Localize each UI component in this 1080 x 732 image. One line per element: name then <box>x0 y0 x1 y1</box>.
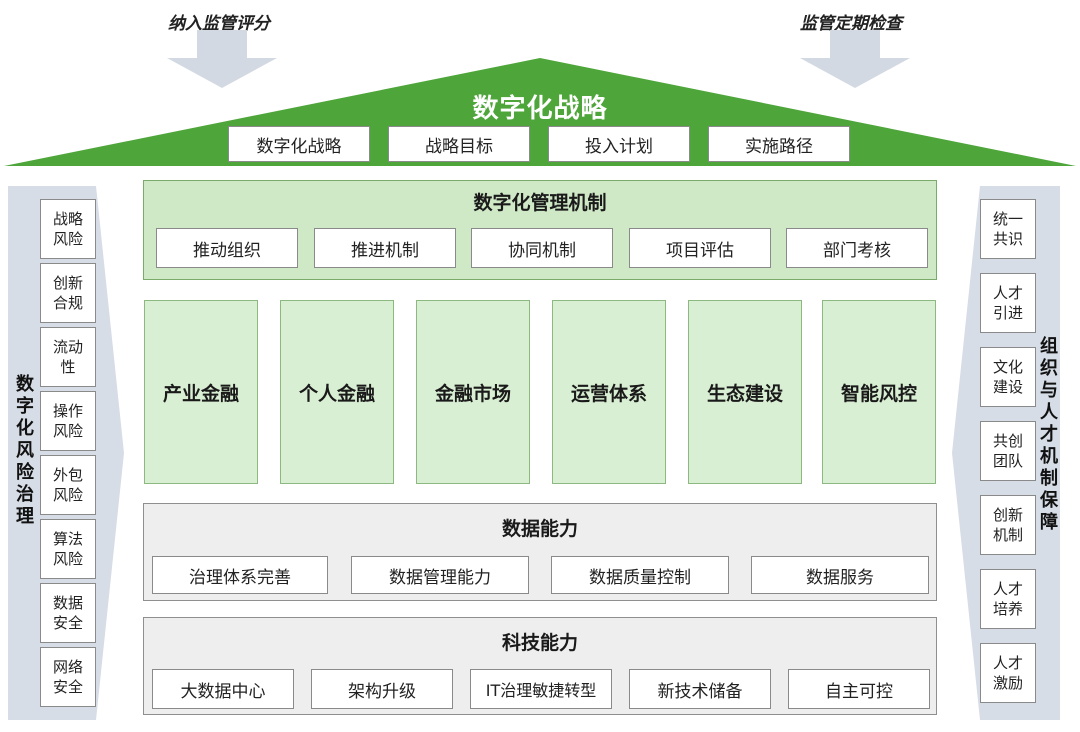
pillar-operations: 运营体系 <box>552 300 666 484</box>
management-item-organization: 推动组织 <box>156 228 298 268</box>
left-title-char: 化 <box>16 418 34 439</box>
pillar-smart-risk-control: 智能风控 <box>822 300 936 484</box>
pillar-financial-markets: 金融市场 <box>416 300 530 484</box>
left-title-char: 治 <box>16 484 34 505</box>
right-title-char: 制 <box>1040 468 1058 489</box>
data-item-governance: 治理体系完善 <box>152 556 328 594</box>
left-side-title: 数 字 化 风 险 治 理 <box>14 374 36 528</box>
right-item-innovation-mechanism: 创新机制 <box>980 495 1036 555</box>
label-regulatory-inspection: 监管定期检查 <box>800 14 902 34</box>
data-item-management: 数据管理能力 <box>351 556 529 594</box>
left-item-innovation-compliance: 创新合规 <box>40 263 96 323</box>
pillar-personal-finance: 个人金融 <box>280 300 394 484</box>
tech-item-self-control: 自主可控 <box>788 669 930 709</box>
pillar-ecosystem: 生态建设 <box>688 300 802 484</box>
right-item-talent-training: 人才培养 <box>980 569 1036 629</box>
left-title-char: 险 <box>16 462 34 483</box>
left-item-data-security: 数据安全 <box>40 583 96 643</box>
left-item-strategy-risk: 战略风险 <box>40 199 96 259</box>
left-title-char: 理 <box>16 506 34 527</box>
right-title-char: 人 <box>1040 402 1058 423</box>
right-side-arrow-tip <box>952 186 980 720</box>
left-title-char: 字 <box>16 396 34 417</box>
right-item-co-team: 共创团队 <box>980 421 1036 481</box>
right-item-talent-incentive: 人才激励 <box>980 643 1036 703</box>
down-arrow-right-icon <box>800 30 910 88</box>
left-title-char: 数 <box>16 374 34 395</box>
management-item-evaluation: 项目评估 <box>629 228 771 268</box>
management-item-assessment: 部门考核 <box>786 228 928 268</box>
data-item-service: 数据服务 <box>751 556 929 594</box>
right-item-consensus: 统一共识 <box>980 199 1036 259</box>
roof-item-investment: 投入计划 <box>548 126 690 162</box>
right-title-char: 才 <box>1040 424 1058 445</box>
roof-title: 数字化战略 <box>472 94 608 124</box>
roof-item-strategy: 数字化战略 <box>228 126 370 162</box>
management-item-mechanism: 推进机制 <box>314 228 456 268</box>
management-item-coordination: 协同机制 <box>471 228 613 268</box>
data-capability-title: 数据能力 <box>501 518 578 540</box>
left-title-char: 风 <box>16 440 34 461</box>
down-arrow-left-icon <box>167 30 277 88</box>
left-side-arrow-tip <box>96 186 124 720</box>
management-title: 数字化管理机制 <box>473 192 607 214</box>
right-title-char: 织 <box>1040 358 1058 379</box>
right-title-char: 保 <box>1040 490 1058 511</box>
right-title-char: 机 <box>1040 446 1058 467</box>
left-item-operational-risk: 操作风险 <box>40 391 96 451</box>
right-side-title: 组 织 与 人 才 机 制 保 障 <box>1038 336 1060 534</box>
data-item-quality: 数据质量控制 <box>551 556 729 594</box>
tech-item-architecture: 架构升级 <box>311 669 453 709</box>
right-title-char: 组 <box>1040 336 1058 357</box>
tech-capability-title: 科技能力 <box>501 632 578 654</box>
right-title-char: 障 <box>1040 512 1058 533</box>
roof-item-goals: 战略目标 <box>388 126 530 162</box>
tech-item-new-tech: 新技术储备 <box>629 669 771 709</box>
right-item-talent-recruit: 人才引进 <box>980 273 1036 333</box>
left-item-outsourcing-risk: 外包风险 <box>40 455 96 515</box>
right-title-char: 与 <box>1040 380 1058 401</box>
left-item-liquidity: 流动性 <box>40 327 96 387</box>
left-item-network-security: 网络安全 <box>40 647 96 707</box>
pillar-industrial-finance: 产业金融 <box>144 300 258 484</box>
roof-item-roadmap: 实施路径 <box>708 126 850 162</box>
right-item-culture: 文化建设 <box>980 347 1036 407</box>
label-regulatory-score: 纳入监管评分 <box>168 14 270 34</box>
left-item-algorithm-risk: 算法风险 <box>40 519 96 579</box>
tech-item-bigdata-center: 大数据中心 <box>152 669 294 709</box>
tech-item-it-agile: IT治理敏捷转型 <box>470 669 612 709</box>
